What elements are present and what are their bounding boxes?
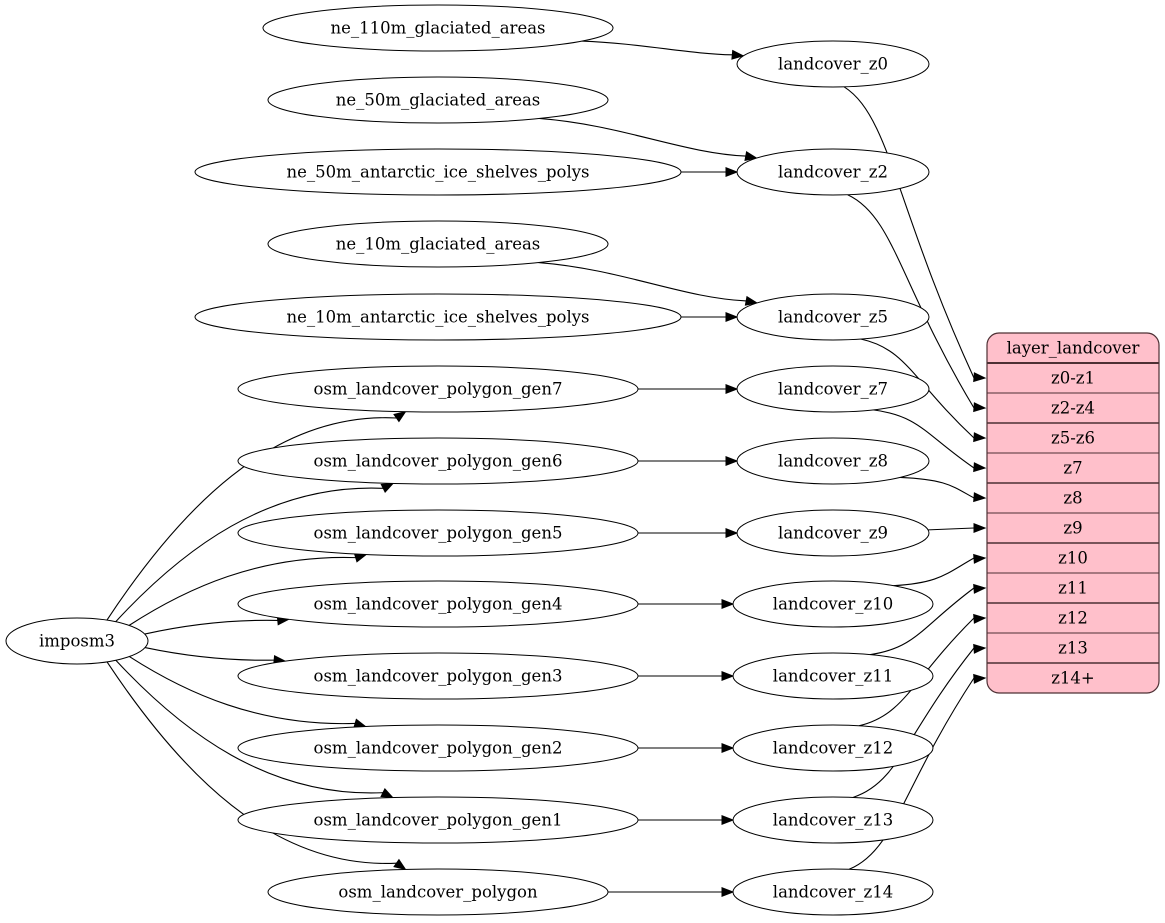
node-landcover_z2[interactable]: landcover_z2 — [736, 148, 930, 196]
node-osm_landcover_polygon_gen3[interactable]: osm_landcover_polygon_gen3 — [237, 652, 639, 700]
node-label: landcover_z5 — [778, 308, 888, 327]
table-row[interactable]: z5-z6 — [987, 422, 1159, 448]
edge — [144, 619, 278, 635]
edge — [106, 661, 397, 864]
node-label: landcover_z9 — [778, 524, 888, 543]
node-imposm3[interactable]: imposm3 — [5, 617, 149, 665]
node-osm_landcover_polygon_gen6[interactable]: osm_landcover_polygon_gen6 — [237, 437, 639, 485]
node-landcover_z9[interactable]: landcover_z9 — [736, 509, 930, 557]
node-ne_10m_glaciated_areas[interactable]: ne_10m_glaciated_areas — [267, 220, 609, 268]
node-osm_landcover_polygon_gen4[interactable]: osm_landcover_polygon_gen4 — [237, 580, 639, 628]
edge — [900, 476, 975, 499]
edge — [129, 656, 356, 725]
svg-text:z9: z9 — [1063, 519, 1082, 538]
edge — [858, 617, 975, 727]
node-landcover_z14[interactable]: landcover_z14 — [732, 868, 934, 916]
table-header: layer_landcover — [1007, 339, 1140, 358]
edge — [115, 487, 384, 623]
node-label: landcover_z2 — [778, 163, 888, 182]
table-row[interactable]: z12 — [987, 602, 1159, 628]
node-label: osm_landcover_polygon_gen2 — [314, 739, 563, 758]
table-row[interactable]: z2-z4 — [987, 392, 1159, 418]
svg-text:z10: z10 — [1058, 549, 1088, 568]
node-label: osm_landcover_polygon_gen6 — [314, 452, 563, 471]
node-label: ne_10m_glaciated_areas — [336, 235, 541, 254]
node-landcover_z13[interactable]: landcover_z13 — [732, 796, 934, 844]
node-osm_landcover_polygon[interactable]: osm_landcover_polygon — [267, 868, 609, 916]
edge — [869, 587, 975, 656]
edge — [144, 647, 275, 661]
nodes-layer: imposm3 ne_110m_glaciated_areas ne_50m_gla… — [5, 4, 934, 916]
edge — [128, 556, 356, 626]
svg-text:z5-z6: z5-z6 — [1051, 429, 1095, 448]
node-label: ne_110m_glaciated_areas — [330, 19, 545, 38]
edge — [115, 659, 383, 794]
node-ne_50m_glaciated_areas[interactable]: ne_50m_glaciated_areas — [267, 76, 609, 124]
node-label: imposm3 — [39, 632, 115, 651]
table-row[interactable]: z0-z1 — [1051, 369, 1095, 388]
table-row[interactable]: z11 — [987, 572, 1159, 598]
edge — [873, 409, 975, 469]
edge — [847, 194, 975, 409]
svg-text:z0-z1: z0-z1 — [1051, 369, 1095, 388]
node-landcover_z7[interactable]: landcover_z7 — [736, 365, 930, 413]
svg-text:z8: z8 — [1063, 489, 1082, 508]
table-row[interactable]: z8 — [987, 482, 1159, 508]
edge — [581, 40, 733, 56]
node-label: landcover_z7 — [778, 380, 888, 399]
table-row[interactable]: z14+ — [987, 662, 1159, 688]
svg-text:z13: z13 — [1058, 639, 1088, 658]
node-label: landcover_z8 — [778, 452, 888, 471]
table-row[interactable]: z13 — [987, 632, 1159, 658]
node-landcover_z11[interactable]: landcover_z11 — [732, 652, 934, 700]
node-label: landcover_z14 — [773, 883, 893, 902]
svg-text:layer_landcover: layer_landcover — [1007, 339, 1140, 358]
node-label: ne_50m_antarctic_ice_shelves_polys — [286, 163, 589, 182]
edge — [860, 338, 975, 439]
table-row[interactable]: z9 — [987, 512, 1159, 538]
node-landcover_z5[interactable]: landcover_z5 — [736, 293, 930, 341]
edge — [539, 117, 746, 157]
svg-text:z12: z12 — [1058, 609, 1088, 628]
edge — [106, 417, 397, 621]
table-row[interactable]: z7 — [987, 452, 1159, 478]
node-label: landcover_z11 — [773, 667, 893, 686]
svg-text:z7: z7 — [1063, 459, 1082, 478]
node-osm_landcover_polygon_gen7[interactable]: osm_landcover_polygon_gen7 — [237, 365, 639, 413]
node-label: osm_landcover_polygon_gen7 — [314, 380, 563, 399]
edges-layer — [106, 40, 987, 898]
edge — [538, 262, 747, 302]
edge — [893, 557, 975, 587]
node-osm_landcover_polygon_gen2[interactable]: osm_landcover_polygon_gen2 — [237, 724, 639, 772]
node-label: osm_landcover_polygon_gen3 — [314, 667, 563, 686]
node-landcover_z0[interactable]: landcover_z0 — [736, 40, 930, 88]
node-label: landcover_z10 — [773, 595, 893, 614]
node-ne_110m_glaciated_areas[interactable]: ne_110m_glaciated_areas — [262, 4, 614, 52]
node-ne_10m_antarctic_ice_shelves_polys[interactable]: ne_10m_antarctic_ice_shelves_polys — [194, 293, 682, 341]
edge — [928, 527, 975, 531]
node-label: osm_landcover_polygon_gen5 — [314, 524, 563, 543]
node-ne_50m_antarctic_ice_shelves_polys[interactable]: ne_50m_antarctic_ice_shelves_polys — [194, 148, 682, 196]
node-label: landcover_z0 — [778, 55, 888, 74]
layer-landcover-table: layer_landcover z0-z1 z2-z4 z5-z6 z7 z8 z9 z10 z… — [986, 332, 1160, 694]
node-landcover_z10[interactable]: landcover_z10 — [732, 580, 934, 628]
node-label: osm_landcover_polygon_gen4 — [314, 595, 563, 614]
node-label: osm_landcover_polygon — [338, 883, 538, 902]
node-label: osm_landcover_polygon_gen1 — [314, 811, 563, 830]
node-osm_landcover_polygon_gen5[interactable]: osm_landcover_polygon_gen5 — [237, 509, 639, 557]
node-landcover_z12[interactable]: landcover_z12 — [732, 724, 934, 772]
svg-text:z2-z4: z2-z4 — [1051, 399, 1095, 418]
node-label: landcover_z12 — [773, 739, 893, 758]
svg-text:z14+: z14+ — [1051, 669, 1095, 688]
node-label: ne_50m_glaciated_areas — [336, 91, 541, 110]
node-landcover_z8[interactable]: landcover_z8 — [736, 437, 930, 485]
node-label: landcover_z13 — [773, 811, 893, 830]
node-label: ne_10m_antarctic_ice_shelves_polys — [286, 308, 589, 327]
table-row[interactable]: z10 — [987, 542, 1159, 568]
svg-text:z11: z11 — [1058, 579, 1088, 598]
node-osm_landcover_polygon_gen1[interactable]: osm_landcover_polygon_gen1 — [237, 796, 639, 844]
